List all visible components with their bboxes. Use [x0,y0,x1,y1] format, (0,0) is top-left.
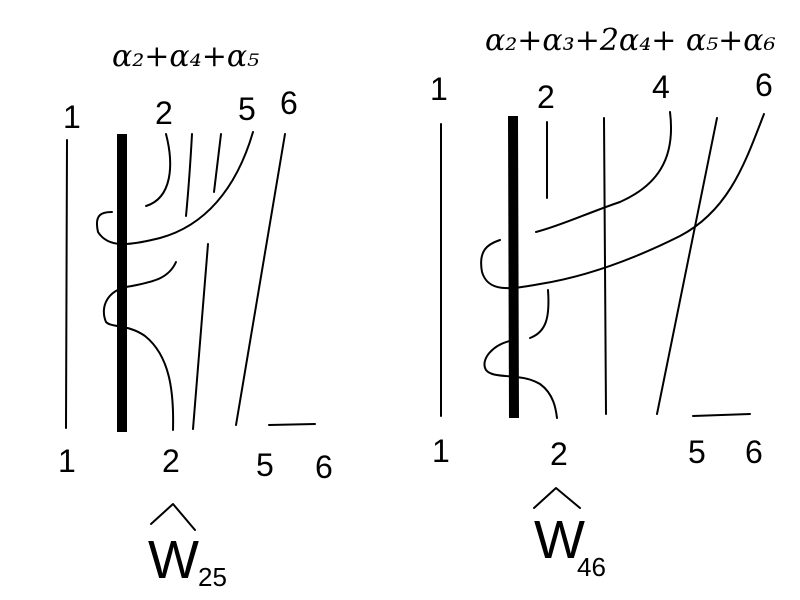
right-hat-symbol [533,487,581,509]
left-top-label-1: 1 [63,99,81,135]
left-bottom-label-1: 1 [58,443,76,479]
right-top-label-1: 1 [430,71,448,107]
left-formula: α₂+α₄+α₅ [112,39,259,74]
left-strand-2-upper [145,133,172,207]
left-bottom-label-5: 5 [256,447,274,483]
left-name-letter: W [148,530,199,590]
left-strand-2-mid [131,261,177,287]
left-top-label-6: 6 [280,85,298,121]
right-top-label-4: 4 [652,69,670,105]
right-bottom-label-1: 1 [432,433,450,469]
left-strand-3 [185,133,193,217]
right-name-letter: W [534,510,585,570]
right-cup-5-6 [692,413,751,417]
left-top-label-2: 2 [155,95,173,131]
right-strand-5 [656,117,718,415]
left-bottom-label-2: 2 [162,443,180,479]
right-bottom-label-5: 5 [688,434,706,470]
left-strand-4-lower [192,243,209,430]
left-hat-symbol [150,503,196,531]
right-top-label-2: 2 [537,79,555,115]
right-strand-6-curve [480,113,765,290]
left-strand-4-upper [213,133,222,193]
right-bottom-label-6: 6 [745,434,763,470]
right-thick-bar [508,115,519,419]
right-formula: α₂+α₃+2α₄+ α₅+α₆ [485,23,776,58]
right-diagram: α₂+α₃+2α₄+ α₅+α₆ 1 2 4 6 1 2 5 6 W 46 [430,23,776,582]
left-strand-2-lower [102,285,175,431]
right-strand-2-lower [483,339,558,419]
left-top-label-5: 5 [238,91,256,127]
right-bottom-label-2: 2 [550,436,568,472]
left-strand-1 [65,139,68,429]
left-cup-5-6 [268,423,316,426]
right-strand-2-mid [529,289,550,339]
right-name-subscript: 46 [577,552,606,582]
right-top-label-6: 6 [755,67,773,103]
right-strand-4-curve [535,111,672,233]
left-strand-5-curve [96,131,254,246]
left-bottom-label-6: 6 [315,449,333,485]
left-strand-6 [235,133,286,426]
left-name-subscript: 25 [198,562,227,592]
right-strand-3 [603,117,607,415]
left-diagram: α₂+α₄+α₅ 1 2 5 6 1 2 5 6 W 25 [58,39,333,592]
